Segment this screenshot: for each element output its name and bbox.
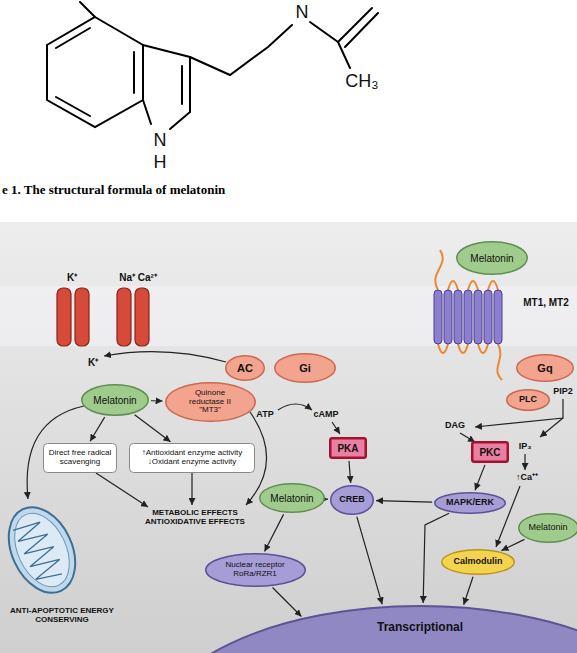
molecule-label: PIP2: [553, 387, 573, 397]
signal-arrow: [464, 577, 473, 605]
molecule-label: DAG: [445, 421, 465, 431]
node-text: Calmodulin: [454, 557, 503, 567]
node-text: Melatonin: [470, 253, 513, 264]
signal-arrow: [349, 461, 351, 483]
figure-caption: e 1. The structural formula of melatonin: [2, 182, 225, 198]
node-text: PKA: [337, 443, 358, 454]
node-text: PKC: [479, 447, 500, 458]
node-text: Melatonin: [270, 493, 313, 504]
atom-label: CH₃: [345, 72, 378, 92]
molecule-label: cAMP: [313, 410, 338, 420]
effect-label: ANTI-APOPTOTIC ENERGY CONSERVING: [6, 607, 118, 625]
g-protein-oval: Gi: [274, 353, 336, 383]
node-text: Gi: [299, 362, 311, 374]
atom-label: N: [296, 3, 309, 23]
node-text: Quinone reductase II "MT3": [179, 389, 241, 415]
nuclear-receptor-oval: Nuclear receptor RoRa/RZR1: [205, 553, 306, 587]
melatonin-oval: Melatonin: [518, 513, 577, 543]
node-text: PLC: [519, 395, 537, 405]
ion-label: K⁺: [67, 272, 77, 283]
signal-arrow: [357, 517, 382, 605]
signal-arrow: [135, 415, 171, 442]
mitochondrion: [0, 497, 88, 604]
atom-label: H: [154, 153, 167, 173]
calmodulin-oval: Calmodulin: [441, 549, 515, 575]
signal-arrow: [501, 539, 524, 550]
effect-label: METABOLIC EFFECTS ANTIOXIDATIVE EFFECTS: [133, 509, 257, 527]
melatonin-oval: Melatonin: [81, 384, 149, 416]
transcription-factor-oval: CREB: [330, 485, 374, 515]
kinase-box: PKA: [329, 437, 367, 459]
panel-ground: [0, 222, 577, 653]
node-text: Direct free radical scavenging: [48, 449, 112, 467]
ion-channel: [57, 288, 149, 346]
enzyme-oval: AC: [225, 355, 265, 381]
kinase-box: PKC: [471, 441, 509, 463]
effect-box: ↑Antioxidant enzyme activity ↓Oxidant en…: [129, 443, 255, 473]
molecule-label: IP₃: [519, 442, 532, 452]
melatonin-structure: [47, 2, 378, 129]
nucleus-shape-outline: [150, 605, 577, 653]
melatonin-oval: Melatonin: [456, 241, 528, 275]
atom-label: N: [154, 131, 167, 151]
node-text: Melatonin: [93, 395, 136, 406]
signal-arrow: [475, 465, 485, 490]
nucleus-shape: Transcriptional: [150, 605, 577, 653]
node-text: Melatonin: [528, 523, 567, 533]
ion-label: ↑Ca⁺⁺: [516, 473, 538, 483]
node-text: Gq: [537, 362, 552, 374]
pathway-arrow: [27, 352, 563, 547]
ion-label: K⁺: [88, 357, 98, 368]
ion-label: Na⁺ Ca²⁺: [119, 272, 157, 283]
membrane-band: [0, 286, 577, 346]
enzyme-oval: PLC: [506, 389, 550, 411]
signal-arrow: [327, 499, 328, 500]
signal-arrow: [376, 501, 432, 502]
node-text: AC: [237, 362, 253, 374]
node-text: Transcriptional: [377, 621, 463, 634]
node-text: MAPK/ERK: [446, 498, 494, 508]
signal-arrow: [273, 588, 302, 617]
signal-arrow: [151, 400, 163, 401]
node-text: CREB: [339, 495, 365, 505]
enzyme-oval: Quinone reductase II "MT3": [165, 382, 256, 422]
kinase-oval: MAPK/ERK: [434, 492, 506, 514]
molecule-label: ATP: [256, 410, 273, 420]
signal-arrow: [265, 514, 284, 551]
node-text: Nuclear receptor RoRa/RZR1: [220, 561, 290, 579]
effect-box: Direct free radical scavenging: [43, 443, 117, 473]
signal-arrow: [90, 417, 105, 441]
g-protein-oval: Gq: [516, 354, 574, 382]
melatonin-oval: Melatonin: [259, 483, 325, 513]
node-text: ↑Antioxidant enzyme activity ↓Oxidant en…: [134, 449, 250, 467]
receptor-label: MT1, MT2: [523, 297, 569, 308]
